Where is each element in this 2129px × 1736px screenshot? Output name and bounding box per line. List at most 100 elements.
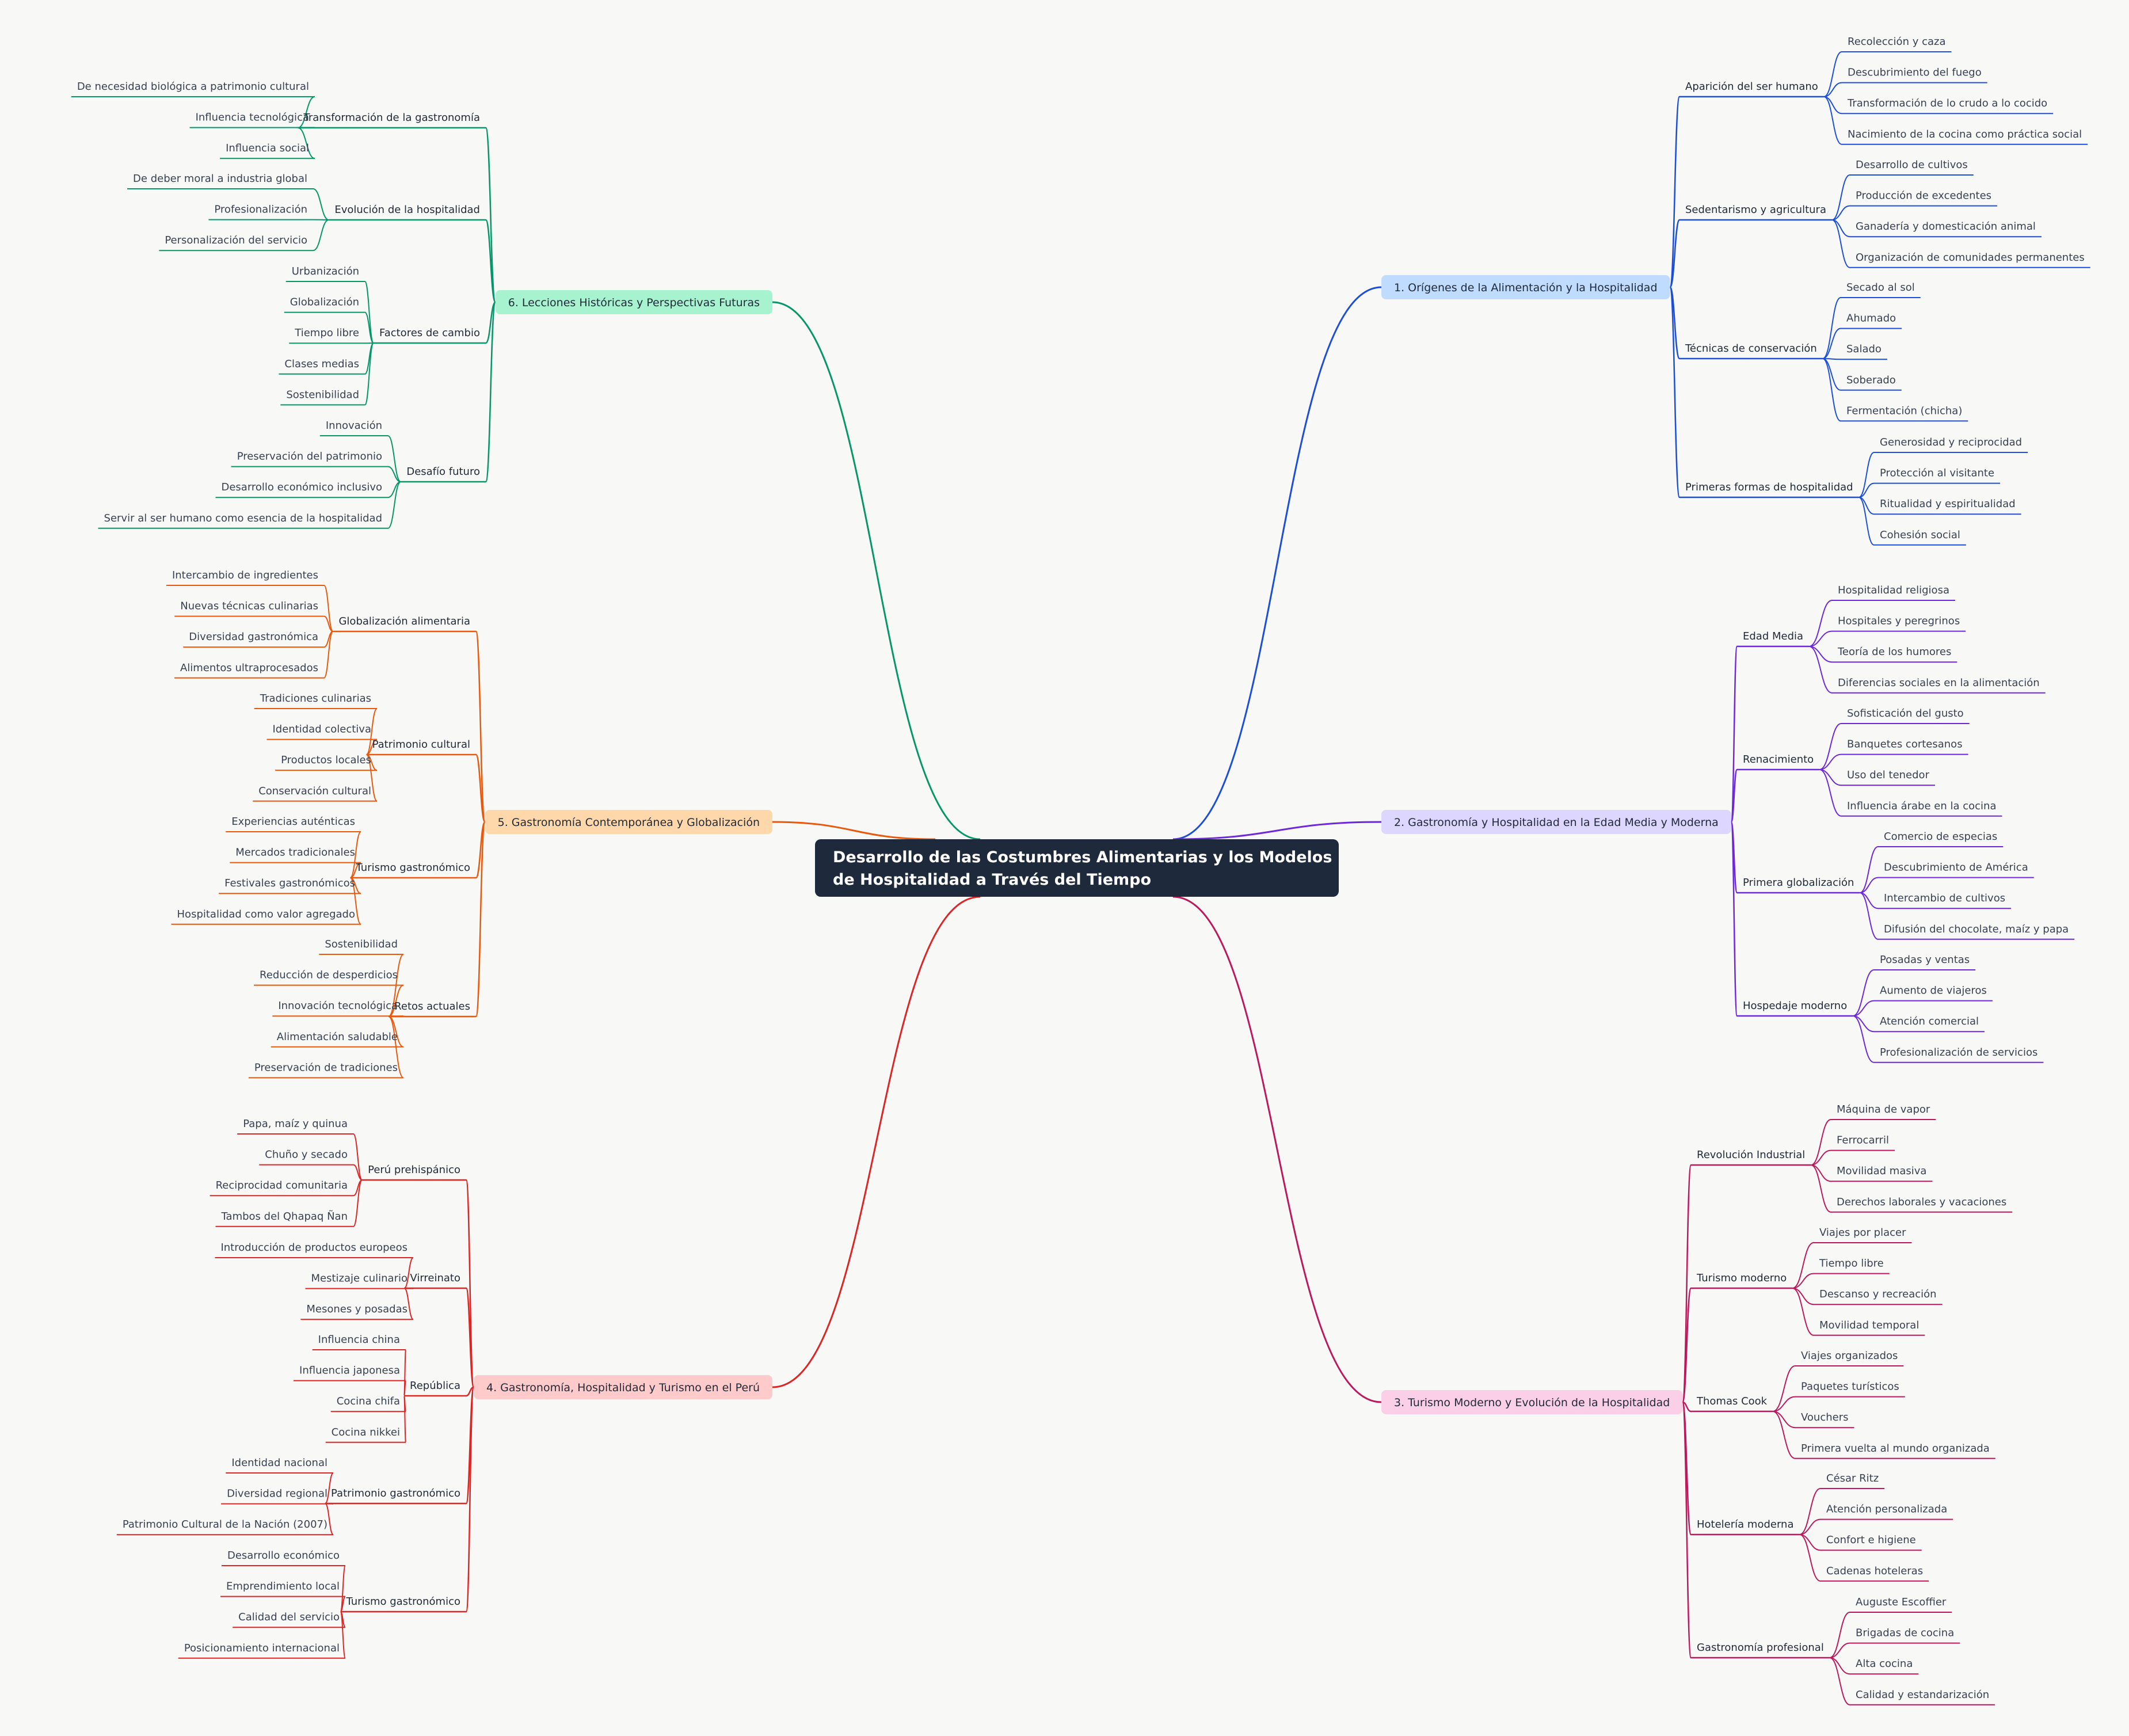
leaf-label[interactable]: Calidad y estandarización bbox=[1856, 1689, 1989, 1701]
leaf-label[interactable]: Experiencias auténticas bbox=[231, 816, 355, 828]
leaf-label[interactable]: Alimentación saludable bbox=[277, 1031, 398, 1043]
topic-label[interactable]: República bbox=[410, 1380, 460, 1392]
leaf-label[interactable]: De necesidad biológica a patrimonio cult… bbox=[77, 81, 309, 93]
topic-label[interactable]: Desafío futuro bbox=[406, 466, 480, 478]
leaf-label[interactable]: Primera vuelta al mundo organizada bbox=[1801, 1442, 1990, 1455]
leaf-label[interactable]: Nuevas técnicas culinarias bbox=[180, 600, 318, 612]
leaf-label[interactable]: Profesionalización de servicios bbox=[1880, 1046, 2037, 1059]
leaf-label[interactable]: Introducción de productos europeos bbox=[220, 1242, 407, 1254]
topic-label[interactable]: Perú prehispánico bbox=[368, 1164, 460, 1176]
leaf-label[interactable]: Desarrollo económico inclusivo bbox=[221, 481, 382, 493]
leaf-label[interactable]: Posicionamiento internacional bbox=[184, 1642, 340, 1654]
leaf-label[interactable]: Ritualidad y espiritualidad bbox=[1880, 498, 2016, 510]
leaf-label[interactable]: Cadenas hoteleras bbox=[1826, 1565, 1923, 1577]
leaf-label[interactable]: Descubrimiento del fuego bbox=[1848, 67, 1982, 79]
topic-label[interactable]: Turismo gastronómico bbox=[356, 862, 471, 874]
leaf-label[interactable]: Influencia china bbox=[318, 1334, 400, 1346]
topic-label[interactable]: Factores de cambio bbox=[379, 327, 480, 339]
leaf-label[interactable]: Preservación del patrimonio bbox=[237, 451, 382, 463]
leaf-label[interactable]: Organización de comunidades permanentes bbox=[1856, 252, 2085, 264]
leaf-label[interactable]: Urbanización bbox=[292, 265, 359, 277]
topic-label[interactable]: Globalización alimentaria bbox=[338, 615, 470, 627]
leaf-label[interactable]: Cocina nikkei bbox=[332, 1426, 400, 1438]
leaf-label[interactable]: Viajes organizados bbox=[1801, 1350, 1898, 1362]
topic-label[interactable]: Virreinato bbox=[410, 1272, 460, 1284]
leaf-label[interactable]: Innovación tecnológica bbox=[278, 1000, 398, 1012]
leaf-label[interactable]: Preservación de tradiciones bbox=[254, 1061, 398, 1073]
leaf-label[interactable]: Ganadería y domesticación animal bbox=[1856, 220, 2036, 233]
leaf-label[interactable]: Ahumado bbox=[1846, 313, 1896, 325]
leaf-label[interactable]: Influencia tecnológica bbox=[196, 112, 309, 124]
leaf-label[interactable]: Movilidad masiva bbox=[1837, 1165, 1926, 1177]
leaf-label[interactable]: Brigadas de cocina bbox=[1856, 1627, 1954, 1639]
leaf-label[interactable]: Tambos del Qhapaq Ñan bbox=[221, 1210, 348, 1223]
leaf-label[interactable]: Alimentos ultraprocesados bbox=[180, 662, 318, 674]
leaf-label[interactable]: Tiempo libre bbox=[1819, 1258, 1884, 1270]
leaf-label[interactable]: Tradiciones culinarias bbox=[260, 692, 371, 705]
leaf-label[interactable]: Diversidad gastronómica bbox=[189, 631, 318, 643]
leaf-label[interactable]: Movilidad temporal bbox=[1819, 1319, 1919, 1331]
branch-node-1[interactable]: 1. Orígenes de la Alimentación y la Hosp… bbox=[1381, 275, 1670, 299]
leaf-label[interactable]: Conservación cultural bbox=[258, 785, 371, 797]
leaf-label[interactable]: Paquetes turísticos bbox=[1801, 1381, 1899, 1393]
leaf-label[interactable]: Identidad colectiva bbox=[272, 724, 371, 736]
topic-label[interactable]: Patrimonio cultural bbox=[372, 738, 470, 751]
leaf-label[interactable]: Atención personalizada bbox=[1826, 1503, 1947, 1516]
topic-label[interactable]: Sedentarismo y agricultura bbox=[1685, 204, 1826, 216]
leaf-label[interactable]: Desarrollo económico bbox=[227, 1550, 340, 1562]
leaf-label[interactable]: Intercambio de ingredientes bbox=[172, 569, 318, 581]
leaf-label[interactable]: Uso del tenedor bbox=[1847, 769, 1930, 781]
leaf-label[interactable]: Mercados tradicionales bbox=[235, 847, 355, 859]
leaf-label[interactable]: Diferencias sociales en la alimentación bbox=[1838, 677, 2040, 689]
leaf-label[interactable]: Cohesión social bbox=[1880, 529, 1960, 541]
leaf-label[interactable]: Hospitalidad como valor agregado bbox=[177, 908, 355, 920]
topic-label[interactable]: Primera globalización bbox=[1743, 877, 1854, 889]
topic-label[interactable]: Edad Media bbox=[1743, 630, 1803, 642]
leaf-label[interactable]: Confort e higiene bbox=[1826, 1534, 1916, 1546]
leaf-label[interactable]: Soberado bbox=[1846, 374, 1896, 386]
leaf-label[interactable]: Nacimiento de la cocina como práctica so… bbox=[1848, 128, 2082, 140]
leaf-label[interactable]: Descanso y recreación bbox=[1819, 1288, 1937, 1300]
topic-label[interactable]: Revolución Industrial bbox=[1697, 1149, 1805, 1161]
leaf-label[interactable]: Viajes por placer bbox=[1819, 1227, 1906, 1239]
leaf-label[interactable]: Reciprocidad comunitaria bbox=[216, 1179, 348, 1191]
topic-label[interactable]: Turismo gastronómico bbox=[346, 1596, 461, 1608]
leaf-label[interactable]: Profesionalización bbox=[214, 204, 307, 216]
topic-label[interactable]: Hotelería moderna bbox=[1697, 1518, 1793, 1531]
leaf-label[interactable]: Difusión del chocolate, maíz y papa bbox=[1884, 923, 2069, 935]
leaf-label[interactable]: Globalización bbox=[290, 296, 359, 309]
leaf-label[interactable]: Mesones y posadas bbox=[306, 1303, 407, 1315]
leaf-label[interactable]: Emprendimiento local bbox=[226, 1581, 340, 1593]
topic-label[interactable]: Gastronomía profesional bbox=[1697, 1642, 1824, 1654]
leaf-label[interactable]: Fermentación (chicha) bbox=[1846, 405, 1962, 417]
branch-node-4[interactable]: 4. Gastronomía, Hospitalidad y Turismo e… bbox=[474, 1375, 772, 1399]
root-node[interactable]: Desarrollo de las Costumbres Alimentaria… bbox=[815, 839, 1339, 897]
topic-label[interactable]: Renacimiento bbox=[1743, 753, 1814, 766]
leaf-label[interactable]: Posadas y ventas bbox=[1880, 954, 1970, 966]
leaf-label[interactable]: Intercambio de cultivos bbox=[1884, 892, 2005, 904]
branch-node-5[interactable]: 5. Gastronomía Contemporánea y Globaliza… bbox=[485, 810, 772, 834]
leaf-label[interactable]: Influencia árabe en la cocina bbox=[1847, 800, 1996, 812]
leaf-label[interactable]: Mestizaje culinario bbox=[311, 1273, 407, 1285]
leaf-label[interactable]: Papa, maíz y quinua bbox=[243, 1118, 348, 1130]
leaf-label[interactable]: Generosidad y reciprocidad bbox=[1880, 436, 2022, 448]
leaf-label[interactable]: Aumento de viajeros bbox=[1880, 985, 1987, 997]
leaf-label[interactable]: Secado al sol bbox=[1846, 281, 1915, 294]
leaf-label[interactable]: Máquina de vapor bbox=[1837, 1103, 1930, 1116]
topic-label[interactable]: Hospedaje moderno bbox=[1743, 1000, 1847, 1012]
leaf-label[interactable]: Reducción de desperdicios bbox=[260, 969, 398, 981]
topic-label[interactable]: Retos actuales bbox=[394, 1000, 470, 1012]
topic-label[interactable]: Primeras formas de hospitalidad bbox=[1685, 481, 1853, 493]
topic-label[interactable]: Transformación de la gastronomía bbox=[303, 112, 480, 124]
leaf-label[interactable]: Identidad nacional bbox=[231, 1457, 327, 1469]
leaf-label[interactable]: Transformación de lo crudo a lo cocido bbox=[1847, 97, 2047, 109]
topic-label[interactable]: Aparición del ser humano bbox=[1685, 81, 1818, 93]
leaf-label[interactable]: Salado bbox=[1846, 343, 1882, 355]
leaf-label[interactable]: Sostenibilidad bbox=[286, 389, 359, 401]
leaf-label[interactable]: Servir al ser humano como esencia de la … bbox=[104, 512, 382, 524]
leaf-label[interactable]: Productos locales bbox=[281, 754, 371, 766]
topic-label[interactable]: Técnicas de conservación bbox=[1685, 342, 1817, 355]
leaf-label[interactable]: Hospitales y peregrinos bbox=[1838, 615, 1960, 627]
leaf-label[interactable]: Diversidad regional bbox=[227, 1488, 327, 1500]
leaf-label[interactable]: Atención comercial bbox=[1880, 1015, 1979, 1027]
